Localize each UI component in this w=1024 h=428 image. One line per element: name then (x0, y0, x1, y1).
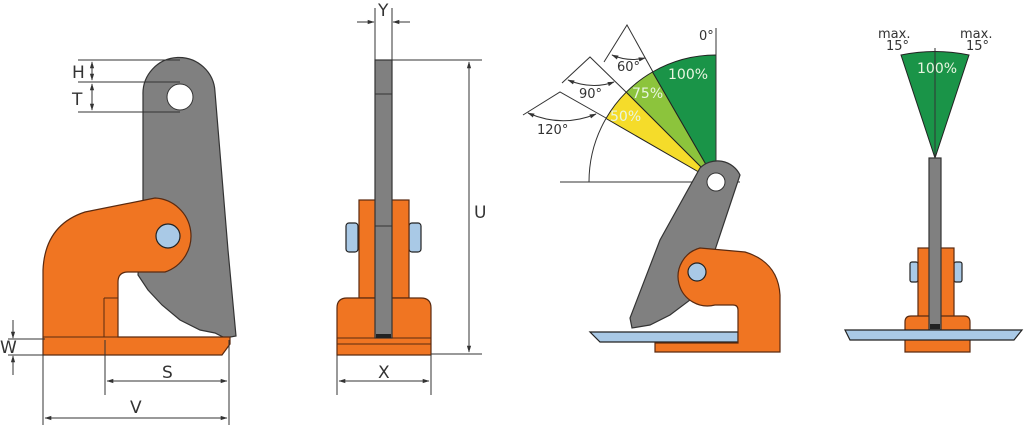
sector-50 (605, 91, 717, 183)
angle-0-label: 0° (699, 29, 714, 44)
right-limit-line2: 15° (966, 39, 989, 54)
dimension-lines (336, 8, 482, 395)
sector-50-label: 50% (610, 109, 641, 125)
side-tilt-view: 100% max. 15° max. 15° (844, 27, 1024, 353)
jaw-plate-edge (928, 157, 942, 331)
bolt-right (953, 261, 963, 283)
dim-label-x: X (378, 363, 390, 383)
sector-100-label: 100% (668, 67, 708, 83)
angle-60-label: 60° (617, 60, 640, 75)
sector-75-label: 75% (632, 86, 663, 102)
jaw-plate-edge (374, 59, 393, 339)
dim-label-v: V (130, 398, 142, 418)
pivot-pin (155, 223, 181, 249)
dim-label-y: Y (377, 1, 389, 21)
left-limit-line2: 15° (886, 39, 909, 54)
bolt-left (909, 261, 919, 283)
dim-label-u: U (474, 203, 486, 223)
angle-cones (522, 24, 654, 122)
front-view: Y U X (336, 1, 486, 395)
bolt-left (345, 222, 359, 253)
clamp-body (42, 197, 231, 356)
lifting-eye-hole (166, 83, 194, 111)
dim-label-t: T (71, 90, 83, 110)
steel-plate (588, 331, 739, 343)
left-limit-line1: max. (878, 27, 910, 42)
tilt-view: 0° 60° 90° 120° 100% 75% 50% (522, 24, 781, 353)
jaw-plate-tilted (629, 160, 741, 329)
dim-label-s: S (162, 363, 173, 383)
clamp-body-tilted (654, 247, 781, 353)
bolt-right (408, 222, 422, 253)
dimension-lines (8, 59, 230, 425)
lifting-eye-hole (706, 172, 726, 192)
side-sector-100-label: 100% (917, 61, 957, 77)
side-view: H T W S V (0, 56, 237, 425)
pivot-pin (687, 262, 707, 282)
dim-label-w: W (0, 338, 17, 358)
steel-plate (844, 329, 1024, 341)
angle-90-label: 90° (579, 87, 602, 102)
dim-label-h: H (72, 63, 85, 83)
right-limit-line1: max. (960, 27, 992, 42)
angle-120-label: 120° (537, 123, 568, 138)
